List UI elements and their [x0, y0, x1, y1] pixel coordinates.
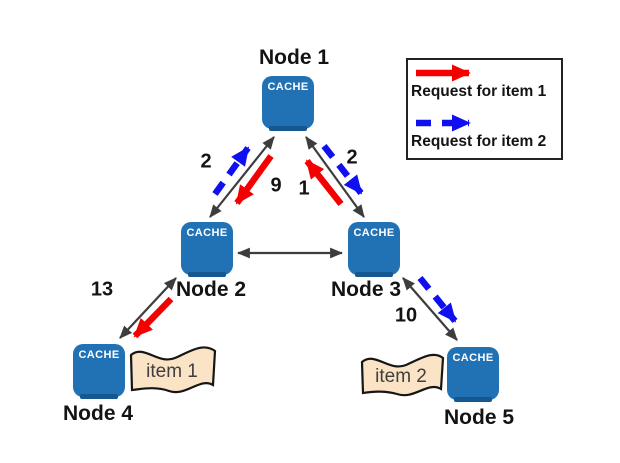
- item-1-shape: [129, 346, 217, 394]
- request2-arrow-node2-to-node1: [212, 146, 251, 196]
- node3-cache-box: CACHE: [348, 222, 400, 277]
- count-node3-to-node5: 10: [394, 304, 418, 327]
- request1-arrow-node1-to-node2: [234, 154, 274, 205]
- link-node1-node2: [209, 136, 275, 218]
- node4-cache-box: CACHE: [73, 344, 125, 399]
- item-1-label: item 1: [146, 361, 198, 382]
- node2-cache-box: CACHE: [181, 222, 233, 277]
- node3-cache-label: CACHE: [353, 227, 395, 239]
- node2-label: Node 2: [175, 278, 247, 301]
- count-node3-to-node1: 1: [298, 177, 310, 200]
- count-node1-to-node3: 2: [346, 146, 358, 169]
- item-2-shape: [360, 353, 445, 397]
- node2-cache-label: CACHE: [186, 227, 228, 239]
- item-2-label: item 2: [375, 366, 427, 387]
- request1-arrow-node3-to-node1: [304, 158, 344, 207]
- node1-cache-label: CACHE: [267, 81, 309, 93]
- node3-label: Node 3: [330, 278, 402, 301]
- link-node2-node4: [119, 277, 177, 339]
- count-node1-to-node2: 9: [270, 174, 282, 197]
- node1-label: Node 1: [258, 46, 330, 69]
- node4-cache-label: CACHE: [78, 349, 120, 361]
- link-node3-node5: [402, 277, 458, 341]
- legend-request1-label: Request for item 1: [411, 83, 547, 100]
- count-node2-to-node4: 13: [90, 278, 114, 301]
- count-node2-to-node1: 2: [200, 150, 212, 173]
- legend-request2-label: Request for item 2: [411, 133, 547, 150]
- node5-cache-box: CACHE: [447, 347, 499, 402]
- request2-arrow-node3-to-node5: [417, 275, 458, 324]
- node1-cache-box: CACHE: [262, 76, 314, 131]
- request1-arrow-node2-to-node4: [132, 296, 174, 339]
- request2-arrow-node1-to-node3: [321, 143, 364, 196]
- node5-cache-label: CACHE: [452, 352, 494, 364]
- link-node1-node3: [305, 136, 365, 218]
- node5-label: Node 5: [443, 406, 515, 429]
- node4-label: Node 4: [62, 402, 134, 425]
